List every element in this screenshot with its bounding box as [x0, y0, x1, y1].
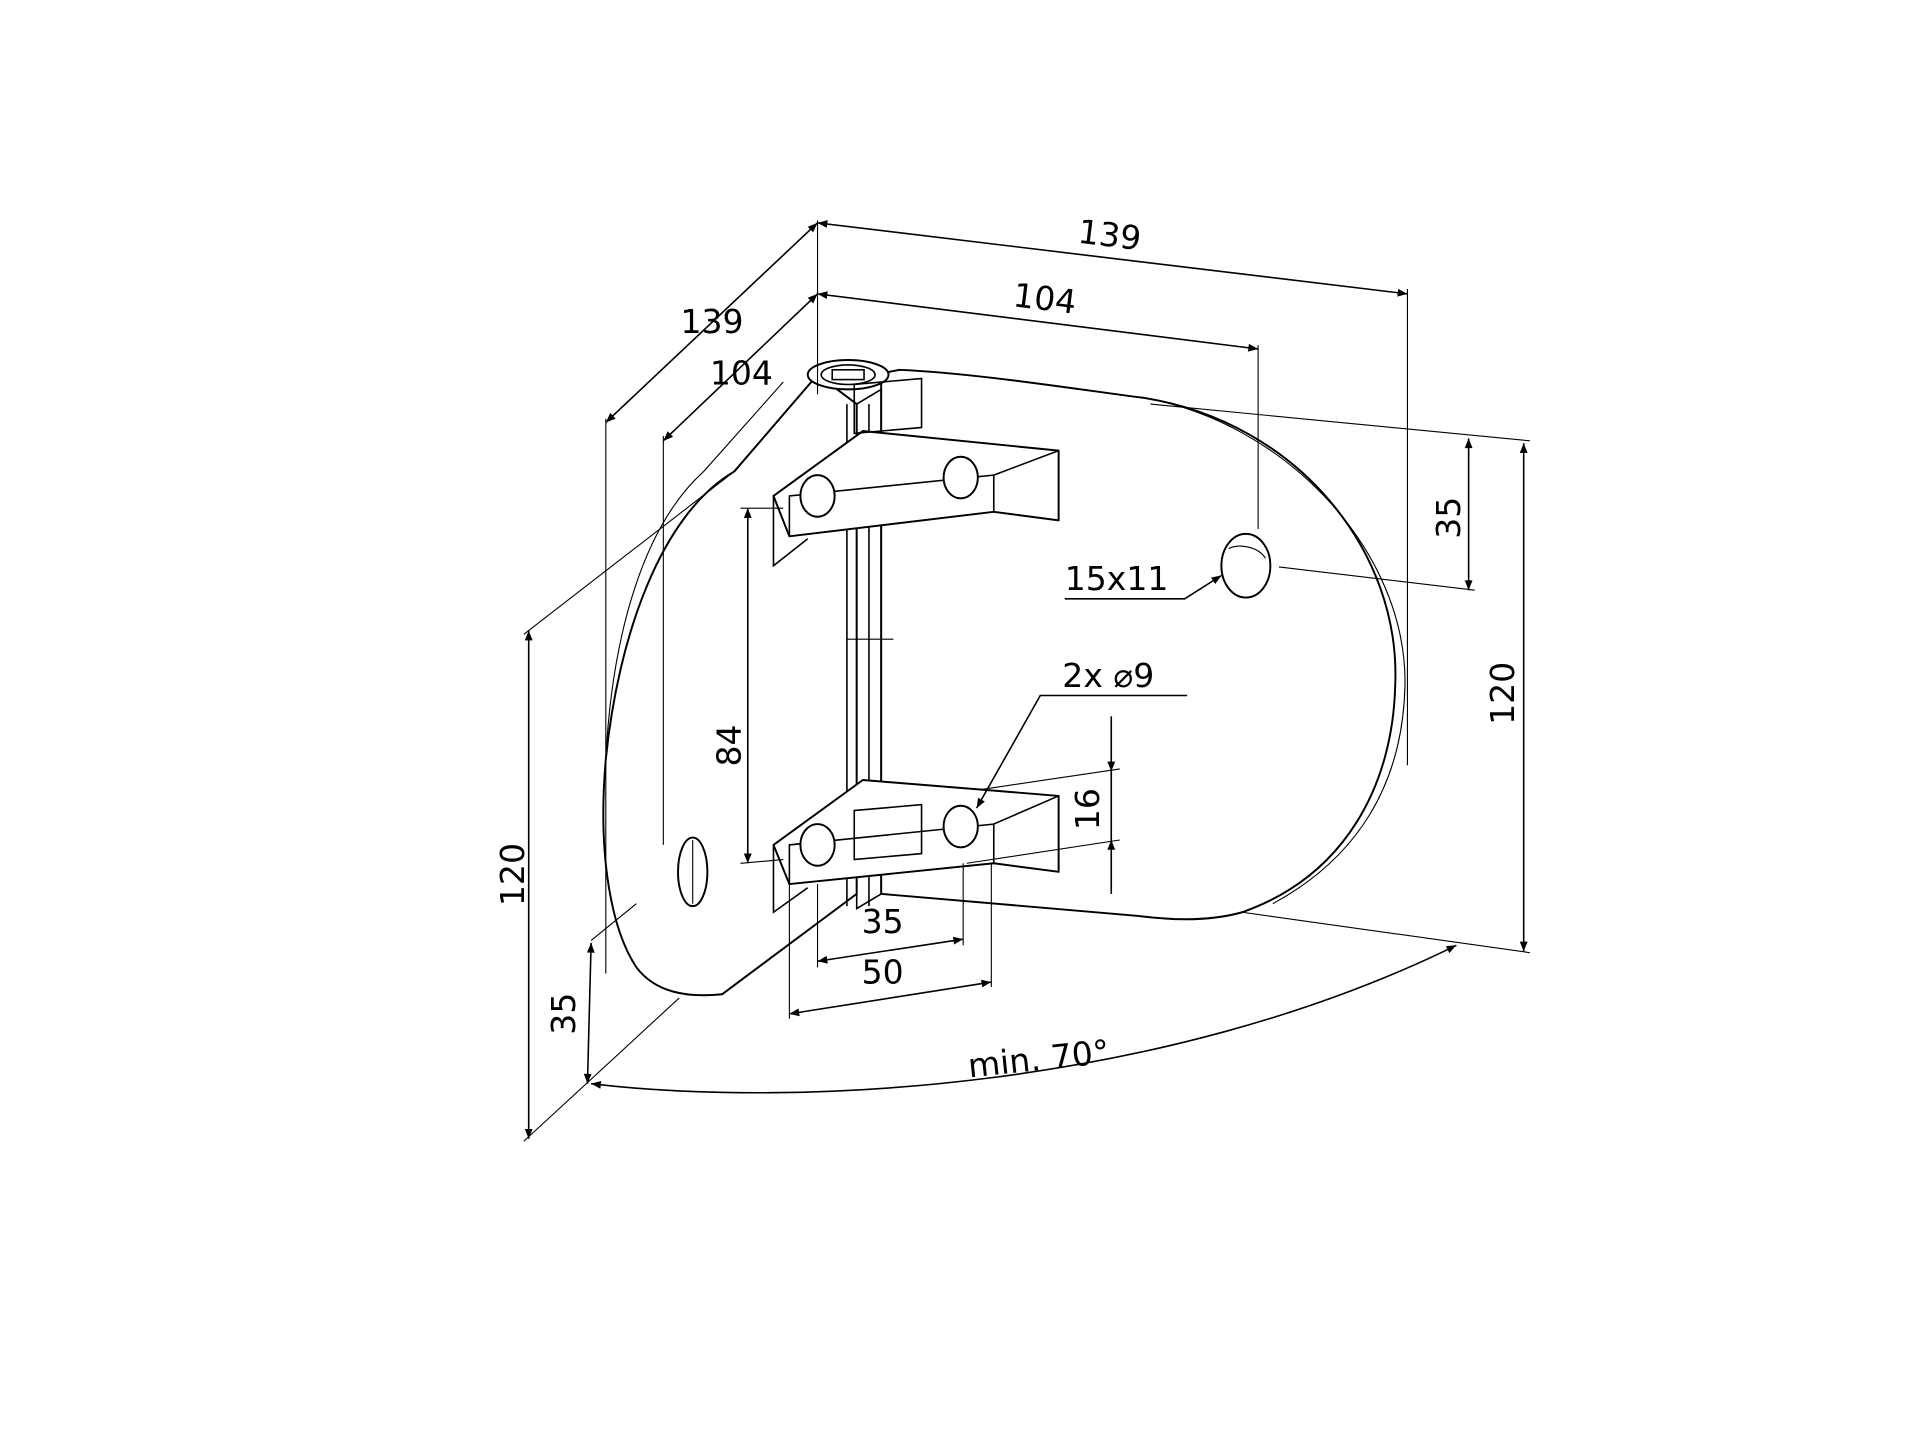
- label-left-120: 120: [493, 843, 532, 906]
- upper-bracket: [772, 377, 1060, 568]
- label-hole-callout: 2x ⌀9: [1062, 656, 1154, 695]
- bracket-hole: [942, 455, 979, 500]
- label-side-104: 104: [710, 353, 773, 392]
- dimension-lines: [524, 220, 1528, 1139]
- label-top-104: 104: [1011, 275, 1078, 321]
- label-35-bottom: 35: [862, 902, 904, 941]
- dim-left-35: [583, 942, 595, 1084]
- main-plate-edge: [1144, 397, 1406, 905]
- bracket-hole: [799, 474, 836, 518]
- label-side-139: 139: [680, 302, 743, 341]
- label-16: 16: [1068, 788, 1107, 830]
- bracket-hole: [799, 823, 836, 867]
- dim-top-104: [817, 291, 1259, 352]
- label-angle: min. 70°: [966, 1032, 1111, 1086]
- dim-side-104: [662, 293, 819, 442]
- bracket-hole: [942, 804, 979, 849]
- label-84: 84: [709, 724, 748, 766]
- screw-head: [806, 359, 890, 391]
- label-top-139: 139: [1076, 212, 1143, 258]
- label-right-120: 120: [1483, 662, 1522, 725]
- dimension-labels: 139 104 139 104 120 35 120 35 84 16 35 5…: [493, 212, 1522, 1086]
- label-15x11: 15x11: [1065, 559, 1169, 598]
- lower-bracket: [772, 779, 1060, 914]
- glass-clamp-part: [602, 359, 1406, 997]
- dim-angle-arc: [591, 944, 1457, 1094]
- leader-hole: [975, 694, 1188, 809]
- left-plate-inner-edge: [605, 381, 784, 760]
- corner-edge: [855, 387, 882, 910]
- leader-15x11: [1064, 574, 1222, 600]
- label-left-35: 35: [544, 993, 583, 1035]
- slot-hole: [1220, 532, 1272, 599]
- label-right-35: 35: [1429, 497, 1468, 539]
- label-50: 50: [862, 952, 904, 991]
- dim-top-139: [817, 220, 1408, 297]
